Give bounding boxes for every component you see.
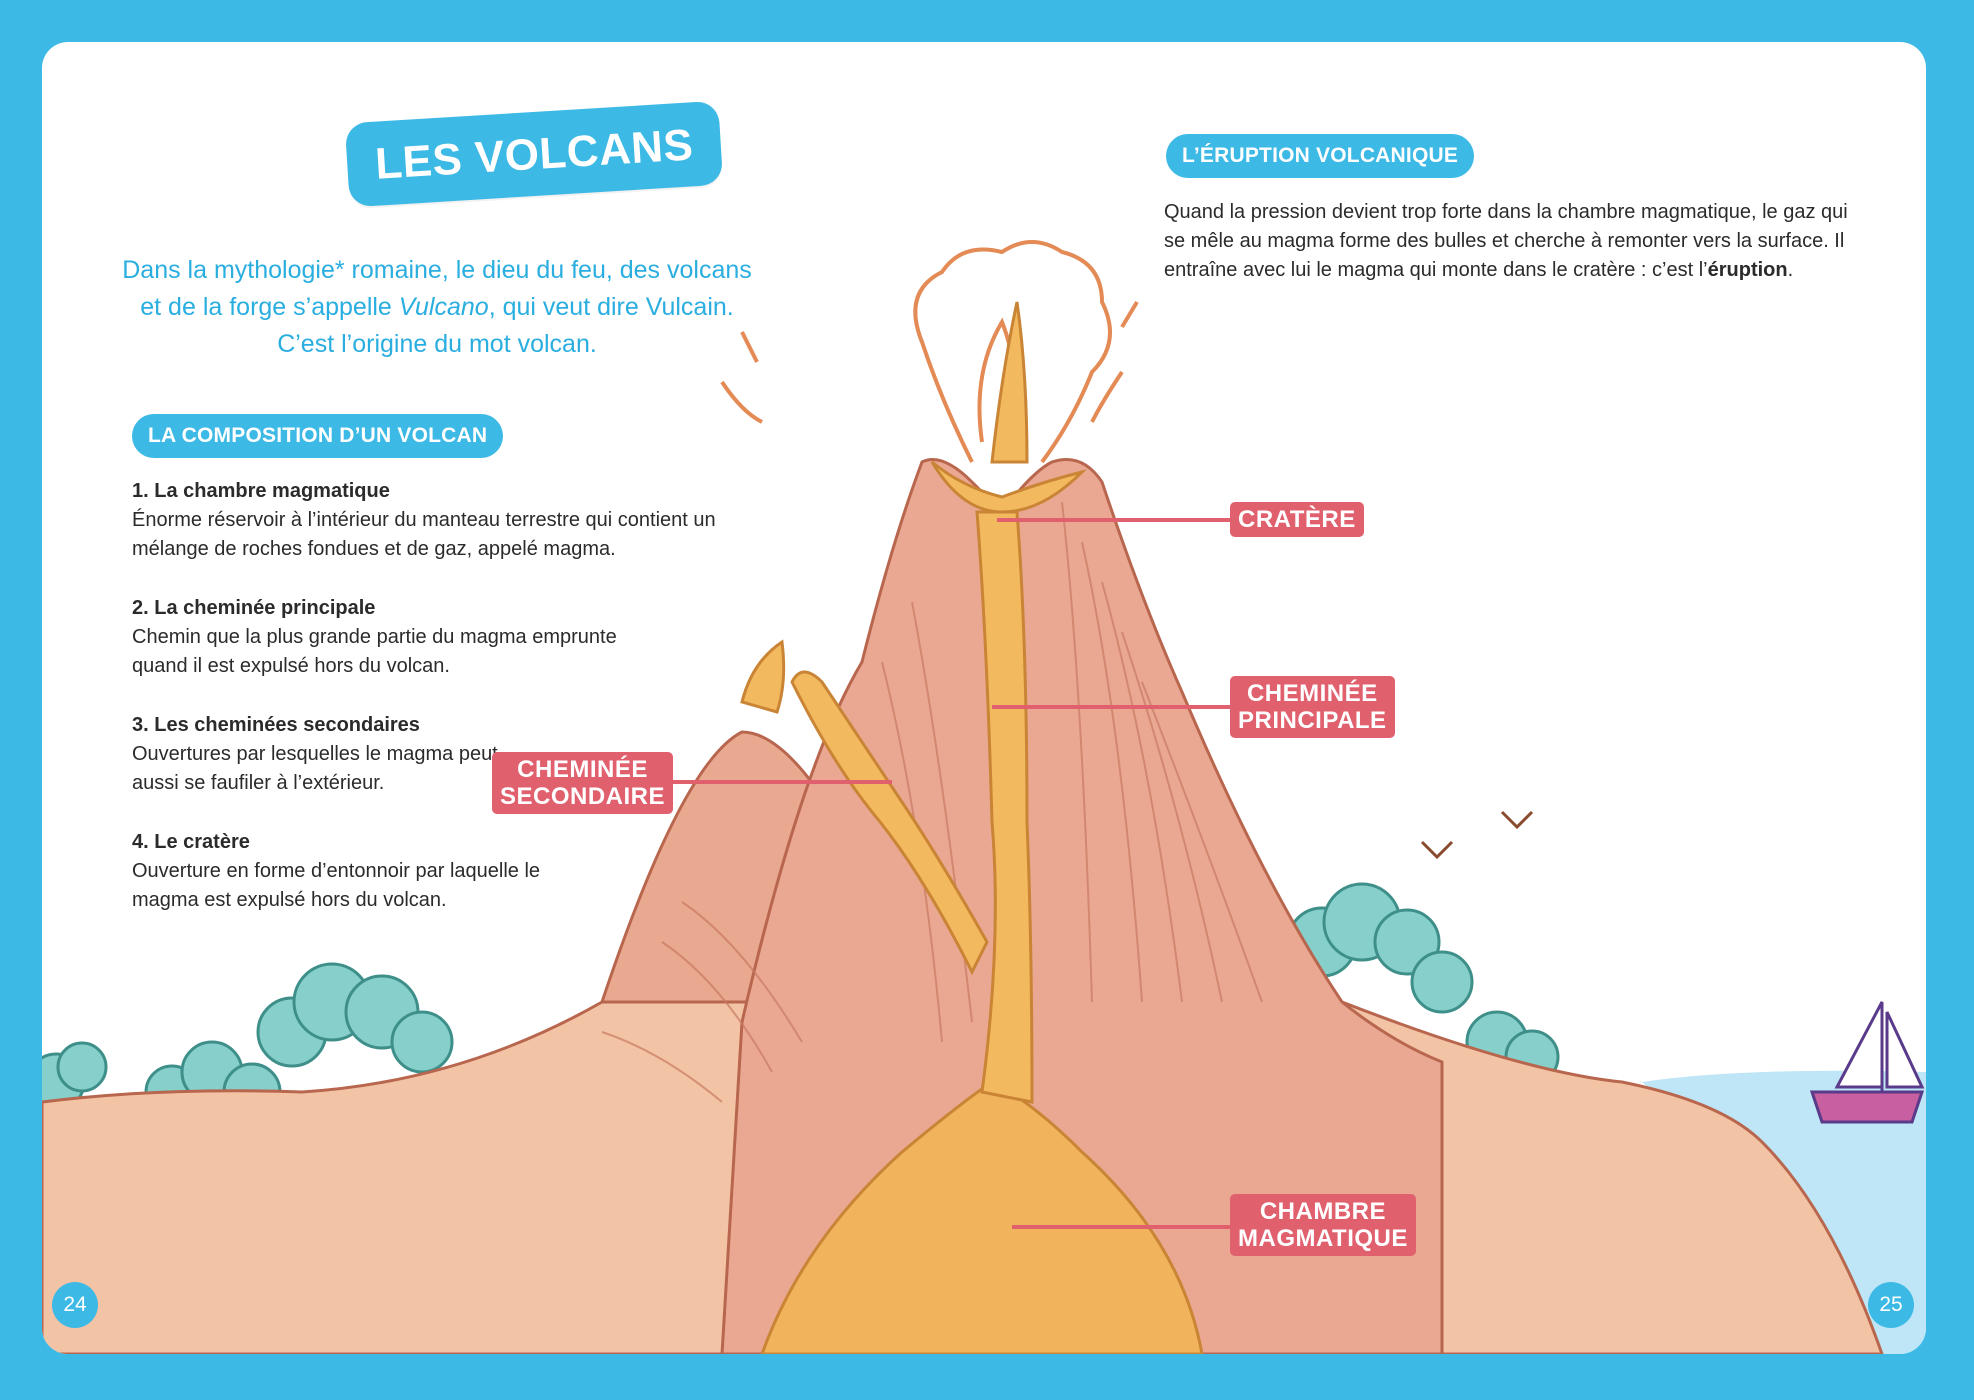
list-item-title: 3. Les cheminées secondaires [132, 714, 420, 736]
intro-line-3: C’est l’origine du mot volcan. [277, 330, 597, 358]
label-chambre-line-2: MAGMATIQUE [1238, 1225, 1408, 1252]
intro-line-2: et de la forge s’appelle Vulcano, qui ve… [122, 289, 752, 326]
list-item-text: Énorme réservoir à l’intérieur du mantea… [132, 509, 716, 560]
eruption-heading: L’ÉRUPTION VOLCANIQUE [1166, 134, 1475, 178]
intro-paragraph: Dans la mythologie* romaine, le dieu du … [122, 252, 752, 363]
list-item-text: Chemin que la plus grande partie du magm… [132, 626, 617, 677]
volcano-illustration [42, 240, 1926, 1354]
eruption-cloud [720, 240, 1139, 464]
eruption-text-bold: éruption [1707, 259, 1788, 281]
cone-hatching [601, 501, 1263, 1103]
list-item: 3. Les cheminées secondaires Ouvertures … [132, 711, 782, 798]
leader-lines [662, 518, 1232, 1229]
eruption-text-after: . [1787, 259, 1794, 281]
label-cratere: CRATÈRE [1230, 502, 1364, 537]
trees-left [42, 962, 454, 1122]
list-item-title: 4. Le cratère [132, 831, 250, 853]
label-chambre-magmatique: CHAMBRE MAGMATIQUE [1230, 1194, 1416, 1256]
label-cratere-text: CRATÈRE [1238, 506, 1356, 533]
list-item: 4. Le cratère Ouverture en forme d’enton… [132, 828, 782, 915]
main-cone [720, 458, 1444, 1354]
list-item: 1. La chambre magmatique Énorme réservoi… [132, 477, 782, 564]
lava-splash [740, 301, 1029, 714]
page-number-right: 25 [1868, 1282, 1914, 1328]
crater [930, 460, 1087, 514]
intro-line-2-b: , qui veut dire Vulcain. [488, 293, 734, 321]
birds [1420, 810, 1534, 860]
label-principale-line-2: PRINCIPALE [1238, 707, 1387, 734]
secondary-chimney [790, 670, 989, 976]
label-cheminee-secondaire: CHEMINÉE SECONDAIRE [492, 752, 674, 814]
list-item-text: Ouvertures par lesquelles le magma peut … [132, 743, 498, 794]
book-spread: LES VOLCANS Dans la mythologie* romaine,… [42, 42, 1926, 1354]
list-item-text: Ouverture en forme d’entonnoir par laque… [132, 860, 541, 911]
intro-line-1: Dans la mythologie* romaine, le dieu du … [122, 256, 752, 284]
label-cheminee-principale: CHEMINÉE PRINCIPALE [1230, 676, 1395, 738]
sailboat [1809, 1001, 1925, 1124]
list-item-title: 2. La cheminée principale [132, 597, 376, 619]
label-secondaire-line-2: SECONDAIRE [500, 783, 666, 810]
label-secondaire-line-1: CHEMINÉE [517, 756, 648, 783]
intro-line-2-em: Vulcano [398, 293, 489, 321]
list-item: 2. La cheminée principale Chemin que la … [132, 594, 782, 681]
list-item-title: 1. La chambre magmatique [132, 480, 390, 502]
page-number-left: 24 [52, 1282, 98, 1328]
intro-line-2-a: et de la forge s’appelle [140, 293, 399, 321]
composition-list: 1. La chambre magmatique Énorme réservoi… [132, 477, 782, 945]
eruption-text-before: Quand la pression devient trop forte dan… [1164, 201, 1848, 281]
label-principale-line-1: CHEMINÉE [1246, 680, 1378, 707]
eruption-paragraph: Quand la pression devient trop forte dan… [1164, 198, 1864, 285]
composition-heading: LA COMPOSITION D’UN VOLCAN [132, 414, 504, 458]
label-chambre-line-1: CHAMBRE [1259, 1198, 1387, 1225]
